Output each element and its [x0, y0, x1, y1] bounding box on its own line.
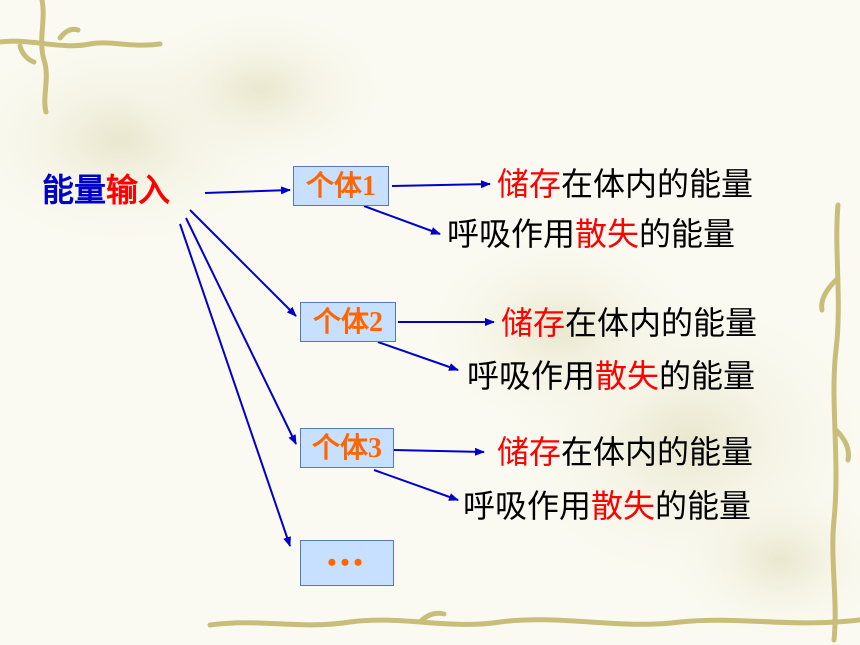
stored-energy-1: 储存在体内的能量 — [497, 164, 753, 204]
respiration-loss-2: 呼吸作用散失的能量 — [467, 356, 755, 396]
lost-word: 散失 — [591, 487, 656, 525]
vine-bottom — [207, 610, 860, 628]
individual-3-box: 个体3 — [300, 428, 394, 468]
energy-suffix: 的能量 — [655, 487, 752, 525]
energy-word: 能量 — [42, 171, 107, 209]
stored-word: 储存 — [501, 304, 566, 342]
stored-word: 储存 — [497, 165, 562, 203]
energy-input-label: 能量输入 — [42, 170, 170, 210]
arrows — [179, 180, 495, 547]
more-individuals-box: ••• — [300, 540, 394, 586]
arrow-1-resp — [363, 205, 441, 235]
stored-rest: 在体内的能量 — [565, 304, 758, 342]
stored-rest: 在体内的能量 — [561, 165, 754, 203]
individual-1-box: 个体1 — [293, 166, 389, 206]
input-word: 输入 — [106, 171, 171, 209]
lost-word: 散失 — [595, 357, 660, 395]
stored-rest: 在体内的能量 — [561, 433, 754, 471]
stored-energy-2: 储存在体内的能量 — [501, 303, 757, 343]
lost-word: 散失 — [575, 215, 640, 253]
energy-suffix: 的能量 — [639, 215, 736, 253]
individual-2-box: 个体2 — [300, 302, 396, 342]
arrow-3-resp — [373, 469, 459, 501]
respiration-loss-1: 呼吸作用散失的能量 — [447, 214, 735, 254]
arrow-input-to-more — [179, 223, 291, 547]
respiration-loss-3: 呼吸作用散失的能量 — [463, 486, 751, 526]
vine-top-left — [0, 0, 163, 115]
stored-energy-3: 储存在体内的能量 — [497, 432, 753, 472]
respiration-word: 呼吸作用 — [467, 357, 596, 395]
respiration-word: 呼吸作用 — [447, 215, 576, 253]
respiration-word: 呼吸作用 — [463, 487, 592, 525]
energy-suffix: 的能量 — [659, 357, 756, 395]
vine-right — [819, 202, 851, 643]
arrow-input-to-3 — [185, 217, 297, 445]
arrow-input-to-1 — [204, 186, 291, 195]
arrow-3-stored — [393, 447, 485, 456]
arrow-1-stored — [391, 180, 491, 189]
stored-word: 储存 — [497, 433, 562, 471]
arrow-2-resp — [377, 341, 459, 371]
arrow-input-to-2 — [189, 209, 297, 317]
